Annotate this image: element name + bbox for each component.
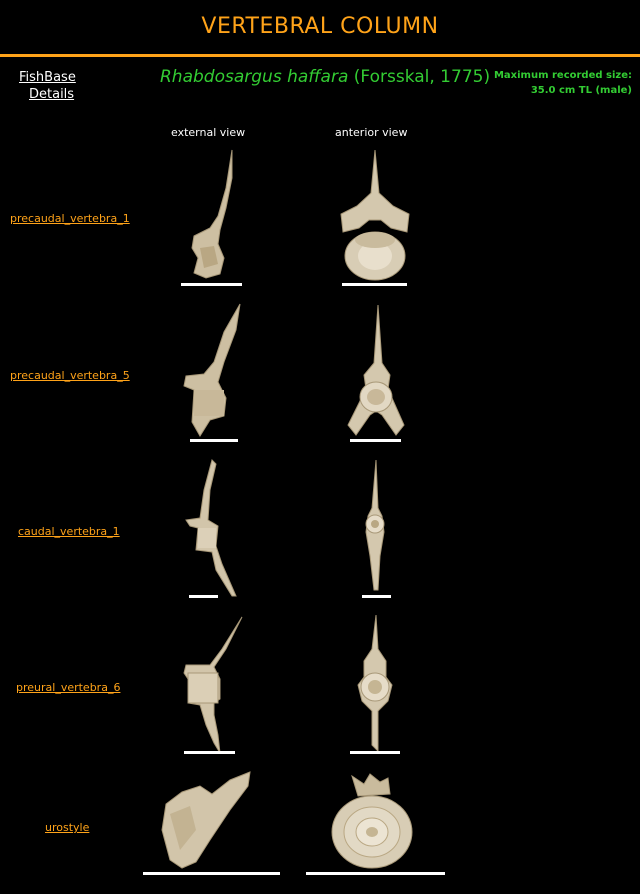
column-header-anterior: anterior view	[335, 126, 408, 139]
caudal-vertebra-1-external-image	[182, 459, 242, 600]
column-header-external: external view	[171, 126, 246, 139]
scale-bar-anterior-row-5	[306, 872, 445, 875]
title-divider	[0, 54, 640, 57]
max-size-label: Maximum recorded size:	[493, 70, 632, 81]
precaudal-vertebra-5-anterior-image	[340, 304, 412, 440]
scale-bar-external-row-1	[181, 283, 242, 286]
row-label-preural-vertebra-6[interactable]: preural_vertebra_6	[16, 681, 121, 694]
page-title: VERTEBRAL COLUMN	[201, 14, 439, 39]
urostyle-anterior-image	[330, 770, 420, 870]
details-link[interactable]: Details	[29, 87, 75, 102]
max-size-info: Maximum recorded size: 35.0 cm TL (male)	[462, 68, 632, 98]
caudal-vertebra-1-anterior-image	[360, 459, 390, 595]
precaudal-vertebra-1-external-image	[180, 148, 250, 283]
preural-vertebra-6-anterior-image	[350, 614, 400, 755]
scale-bar-anterior-row-2	[350, 439, 401, 442]
precaudal-vertebra-5-external-image	[180, 302, 245, 440]
preural-vertebra-6-external-image	[180, 615, 245, 755]
scale-bar-anterior-row-4	[350, 751, 400, 754]
scale-bar-external-row-2	[190, 439, 238, 442]
scale-bar-external-row-5	[143, 872, 280, 875]
precaudal-vertebra-1-anterior-image	[335, 148, 415, 283]
fishbase-link[interactable]: FishBase	[19, 70, 76, 85]
species-scientific-name: Rhabdosargus haffara	[160, 67, 349, 87]
row-label-precaudal-vertebra-5[interactable]: precaudal_vertebra_5	[10, 369, 130, 382]
max-size-value: 35.0 cm TL (male)	[530, 85, 632, 96]
urostyle-external-image	[160, 770, 255, 870]
row-label-urostyle[interactable]: urostyle	[45, 821, 90, 834]
species-authority: (Forsskal, 1775)	[353, 67, 491, 87]
row-label-caudal-vertebra-1[interactable]: caudal_vertebra_1	[18, 525, 120, 538]
scale-bar-anterior-row-3	[362, 595, 391, 598]
scale-bar-external-row-3	[189, 595, 218, 598]
nav-links: FishBase Details	[19, 69, 76, 103]
species-heading: Rhabdosargus haffara (Forsskal, 1775)	[160, 67, 490, 87]
row-label-precaudal-vertebra-1[interactable]: precaudal_vertebra_1	[10, 212, 130, 225]
scale-bar-anterior-row-1	[342, 283, 407, 286]
scale-bar-external-row-4	[184, 751, 235, 754]
